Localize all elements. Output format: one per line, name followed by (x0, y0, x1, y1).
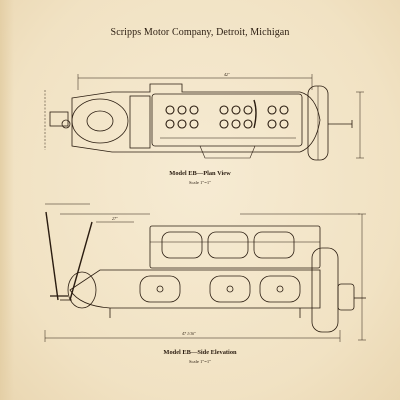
side-dim-label-bottom: 47 1/16″ (182, 331, 196, 336)
side-crankcase (69, 269, 321, 309)
side-control-lever-right (69, 221, 93, 301)
side-elevation-scale: Scale 1″=1″ (188, 359, 212, 364)
plan-crankcase-outline (71, 83, 321, 153)
paper-fold-shadow (0, 0, 14, 400)
plan-cylinder-block (151, 93, 303, 147)
page-title: Scripps Motor Company, Detroit, Michigan (110, 27, 290, 38)
plan-view-caption: Model EB—Plan View (169, 170, 231, 177)
side-flywheel (67, 271, 97, 309)
side-pulley (337, 283, 355, 311)
side-dim-label-top: 27″ (112, 216, 118, 221)
plan-starter-housing (49, 111, 69, 127)
side-cylinder-block (149, 225, 321, 269)
plan-flywheel-housing (71, 98, 129, 144)
side-elevation-caption: Model EB—Side Elevation (163, 349, 237, 356)
side-control-lever-left (45, 211, 59, 301)
plan-view-scale: Scale 1″=1″ (188, 180, 212, 185)
plan-dim-label: 42″ (224, 72, 230, 77)
side-gear-case (311, 247, 339, 333)
plan-cylinder-ports (165, 105, 289, 129)
